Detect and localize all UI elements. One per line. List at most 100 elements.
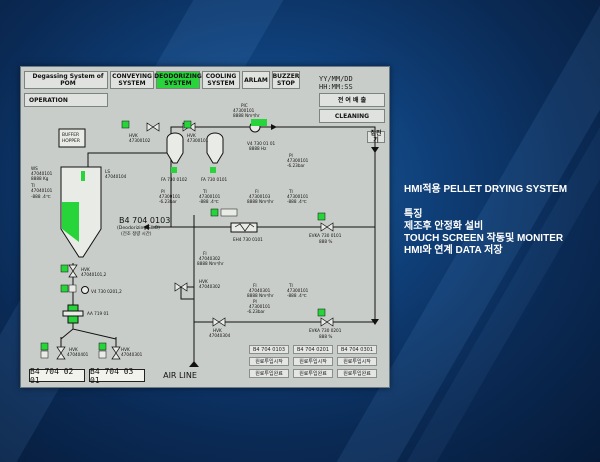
svg-text:47300101: 47300101	[287, 158, 309, 163]
svg-text:8888 Nm³/hr: 8888 Nm³/hr	[233, 113, 260, 118]
valve-hvk1	[146, 122, 160, 132]
svg-text:FI: FI	[253, 283, 257, 288]
svg-text:47040302: 47040302	[199, 284, 221, 289]
svg-text:HVK: HVK	[129, 133, 138, 138]
svg-text:AA 719 01: AA 719 01	[87, 311, 109, 316]
svg-text:HVK: HVK	[81, 267, 90, 272]
alarm-button[interactable]: ARLAM	[242, 71, 270, 89]
group3-end-button[interactable]: 원료투입완료	[337, 369, 377, 378]
fan-status	[251, 119, 267, 126]
svg-text:47040401: 47040401	[67, 352, 89, 357]
svg-text:HVK: HVK	[121, 347, 130, 352]
buffer-hopper	[58, 128, 86, 148]
svg-text:PI: PI	[289, 153, 293, 158]
svg-text:TI: TI	[30, 183, 35, 188]
valve-hvk4	[212, 317, 226, 327]
air-line-label: AIR LINE	[163, 371, 197, 380]
svg-text:888 %: 888 %	[319, 334, 332, 339]
svg-text:WS: WS	[31, 166, 38, 171]
svg-text:EVKA 730 0201: EVKA 730 0201	[309, 328, 342, 333]
svg-text:8888 Hz: 8888 Hz	[249, 146, 267, 151]
svg-text:HOPPER: HOPPER	[62, 138, 80, 144]
group3-start-button[interactable]: 원료투입시작	[337, 357, 377, 366]
svg-text:FI: FI	[255, 189, 259, 194]
svg-text:47040101: 47040101	[31, 171, 53, 176]
svg-text:47300101: 47300101	[159, 194, 181, 199]
svg-text:47040302: 47040302	[199, 256, 221, 261]
svg-text:47040304: 47040304	[209, 333, 231, 338]
svg-text:47300101: 47300101	[287, 194, 309, 199]
mode-button[interactable]: 전 여 배 출	[319, 93, 385, 107]
svg-text:47300101: 47300101	[199, 194, 221, 199]
silo-tag: B4 704 0103	[119, 216, 170, 225]
svg-text:TI: TI	[202, 189, 207, 194]
svg-text:47040104: 47040104	[105, 174, 127, 179]
svg-text:8888 Nm³/hr: 8888 Nm³/hr	[247, 199, 274, 204]
svg-text:47300101: 47300101	[187, 138, 209, 143]
svg-text:47300102: 47300102	[129, 138, 151, 143]
svg-text:8888 Nm³/hr: 8888 Nm³/hr	[247, 293, 274, 298]
side-panel-title: HMI적용 PELLET DRYING SYSTEM	[404, 184, 568, 195]
svg-text:V4 730 01 01: V4 730 01 01	[247, 141, 276, 146]
filter-tank-2	[206, 132, 224, 164]
svg-text:47040301: 47040301	[249, 288, 271, 293]
svg-text:-888 .4℃: -888 .4℃	[199, 199, 219, 204]
silo-name: (Deodorizing SILO)	[117, 225, 160, 231]
svg-text:47300103: 47300103	[249, 194, 271, 199]
svg-text:FA 730 0101: FA 730 0101	[201, 177, 228, 182]
svg-text:PI: PI	[253, 299, 257, 304]
feature-line-2: TOUCH SCREEN 작동및 MONITER	[404, 233, 564, 244]
svg-text:HVK: HVK	[199, 279, 208, 284]
valve-eva2	[320, 317, 334, 327]
svg-text:-888 .4℃: -888 .4℃	[287, 199, 307, 204]
valve-hvk7	[111, 346, 121, 360]
svg-text:-6.23bar: -6.23bar	[159, 199, 177, 204]
heater	[230, 222, 258, 233]
cooling-system-button[interactable]: COOLING SYSTEM	[202, 71, 240, 89]
svg-text:47040101,2: 47040101,2	[81, 272, 107, 277]
svg-text:47300101: 47300101	[233, 108, 255, 113]
group1-start-button[interactable]: 원료투입시작	[249, 357, 289, 366]
bin-tag-0201: B4 704 02 01	[29, 367, 85, 385]
svg-text:888 %: 888 %	[319, 239, 332, 244]
svg-text:HVK: HVK	[187, 133, 196, 138]
conveying-system-button[interactable]: CONVEYING SYSTEM	[110, 71, 154, 89]
group2-tag: B4 704 0201	[293, 345, 333, 354]
feature-line-1: 제조후 안정화 설비	[404, 221, 484, 232]
filter-tank-1	[166, 132, 184, 164]
valve-hvk3	[174, 282, 188, 292]
svg-text:BUFFER: BUFFER	[62, 132, 79, 138]
svg-text:LS: LS	[105, 169, 110, 174]
silo-sub: (전조 정량 시간)	[121, 230, 152, 237]
svg-text:47300101: 47300101	[249, 304, 271, 309]
cleaning-button[interactable]: CLEANING	[319, 109, 385, 123]
svg-text:8888 Kg: 8888 Kg	[31, 176, 49, 181]
valve-hvk5	[68, 264, 78, 278]
svg-text:EH4 730 0101: EH4 730 0101	[233, 237, 263, 242]
dust-collector-button[interactable]: 집진기	[367, 130, 385, 144]
svg-text:-6.23bar: -6.23bar	[247, 309, 265, 314]
operation-button[interactable]: OPERATION	[24, 93, 108, 107]
bin-tag-0301: B4 704 03 01	[89, 367, 145, 385]
deodorizing-system-button[interactable]: DEODORIZING SYSTEM	[154, 71, 202, 89]
group2-end-button[interactable]: 원료투입완료	[293, 369, 333, 378]
svg-text:-888 .4℃: -888 .4℃	[31, 194, 51, 199]
valve-eva1	[320, 222, 334, 232]
buffer-hopper-label: BUFFER HOPPER	[62, 132, 80, 144]
clock-display: YY/MM/DD HH:MM:SS	[319, 75, 353, 91]
group1-end-button[interactable]: 원료투입완료	[249, 369, 289, 378]
group1-tag: B4 704 0103	[249, 345, 289, 354]
svg-text:-888 .4℃: -888 .4℃	[287, 293, 307, 298]
side-panel: HMI적용 PELLET DRYING SYSTEM 특징 제조후 안정화 설비…	[404, 180, 567, 257]
group2-start-button[interactable]: 원료투입시작	[293, 357, 333, 366]
svg-text:47040101: 47040101	[31, 188, 53, 193]
feature-heading: 특징	[404, 209, 423, 220]
process-diagram: WS 47040101 8888 Kg TI 47040101 -888 .4℃…	[30, 103, 379, 367]
svg-text:47300101: 47300101	[287, 288, 309, 293]
svg-text:EVKA 730 0101: EVKA 730 0101	[309, 233, 342, 238]
feature-line-3: HMI와 연계 DATA 저장	[404, 245, 503, 256]
svg-text:PI: PI	[161, 189, 165, 194]
svg-text:FA 730 0102: FA 730 0102	[161, 177, 188, 182]
hmi-screen: Degassing System of POM CONVEYING SYSTEM…	[20, 66, 390, 388]
buzzer-stop-button[interactable]: BUZZER STOP	[272, 71, 300, 89]
